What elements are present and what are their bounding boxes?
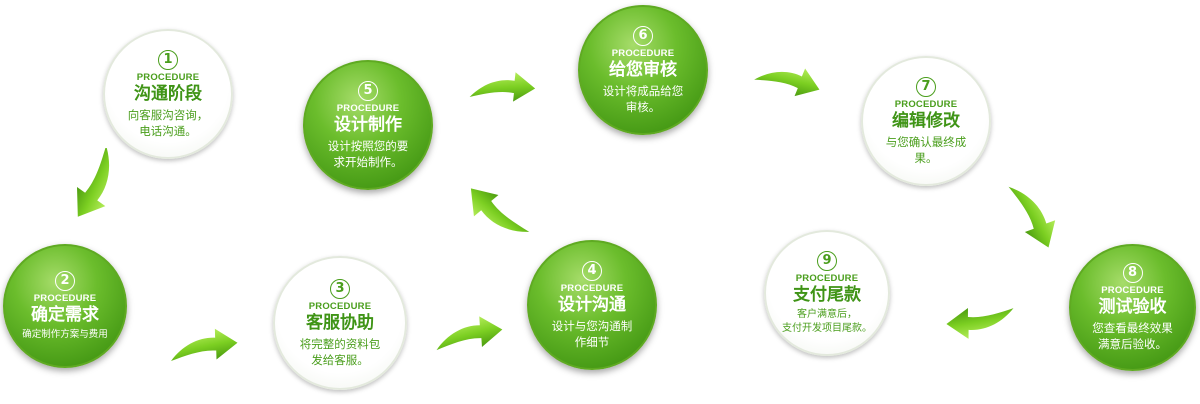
arrow-1-to-2-icon: [65, 148, 129, 220]
step-3-title: 客服协助: [306, 312, 374, 333]
step-1-number: 1: [158, 49, 178, 70]
step-7-number: 7: [916, 76, 936, 97]
step-1-title: 沟通阶段: [134, 83, 202, 104]
step-5-desc: 设计按照您的要求开始制作。: [327, 138, 409, 169]
step-9-number: 9: [817, 250, 837, 271]
step-8-tag: PROCEDURE: [1101, 285, 1164, 296]
step-4-title: 设计沟通: [558, 294, 626, 315]
step-6-number: 6: [633, 25, 653, 46]
step-1-tag: PROCEDURE: [136, 71, 200, 83]
step-2-circle: 2 PROCEDURE 确定需求 确定制作方案与费用: [3, 244, 127, 368]
step-8-number: 8: [1122, 263, 1143, 283]
step-4-circle: 4 PROCEDURE 设计沟通 设计与您沟通制作细节: [527, 240, 657, 370]
step-3-desc: 将完整的资料包发给客服。: [299, 336, 381, 367]
step-6-tag: PROCEDURE: [611, 47, 675, 59]
step-9-desc: 客户满意后，支付开发项目尾款。: [782, 308, 872, 334]
step-4-tag: PROCEDURE: [560, 282, 624, 294]
step-7-title: 编辑修改: [892, 110, 960, 131]
step-8-title: 测试验收: [1098, 297, 1167, 317]
step-2-title: 确定需求: [31, 304, 99, 325]
step-9-circle: 9 PROCEDURE 支付尾款 客户满意后，支付开发项目尾款。: [764, 230, 890, 356]
step-3-circle: 3 PROCEDURE 客服协助 将完整的资料包发给客服。: [273, 256, 407, 390]
step-2-desc: 确定制作方案与费用: [22, 328, 108, 340]
step-7-circle: 7 PROCEDURE 编辑修改 与您确认最终成果。: [861, 56, 991, 186]
step-2-tag: PROCEDURE: [33, 292, 97, 304]
step-1-circle: 1 PROCEDURE 沟通阶段 向客服沟咨询，电话沟通。: [103, 29, 233, 159]
step-7-tag: PROCEDURE: [894, 98, 958, 110]
arrow-7-to-8-icon: [1001, 178, 1066, 250]
step-2-number: 2: [55, 270, 75, 291]
step-5-number: 5: [358, 80, 378, 101]
step-8-desc: 您查看最终效果满意后验收。: [1092, 321, 1173, 351]
step-5-tag: PROCEDURE: [336, 102, 400, 114]
step-3-number: 3: [330, 278, 350, 299]
arrow-4-to-5-icon: [458, 180, 534, 250]
step-8-circle: 8 PROCEDURE 测试验收 您查看最终效果满意后验收。: [1069, 244, 1196, 371]
arrow-2-to-3-icon: [166, 324, 240, 369]
step-5-title: 设计制作: [334, 114, 402, 135]
step-6-title: 给您审核: [609, 59, 677, 80]
step-3-tag: PROCEDURE: [308, 300, 372, 312]
step-4-number: 4: [582, 260, 602, 281]
step-6-desc: 设计将成品给您审核。: [602, 83, 684, 114]
step-9-title: 支付尾款: [793, 284, 861, 305]
step-4-desc: 设计与您沟通制作细节: [551, 318, 633, 349]
step-5-circle: 5 PROCEDURE 设计制作 设计按照您的要求开始制作。: [303, 60, 433, 190]
step-7-desc: 与您确认最终成果。: [885, 134, 967, 165]
arrow-8-to-9-icon: [944, 300, 1018, 343]
step-1-desc: 向客服沟咨询，电话沟通。: [127, 107, 209, 138]
step-6-circle: 6 PROCEDURE 给您审核 设计将成品给您审核。: [578, 5, 708, 135]
arrow-3-to-4-icon: [431, 311, 506, 358]
arrow-6-to-7-icon: [752, 58, 824, 101]
step-9-tag: PROCEDURE: [795, 272, 859, 284]
arrow-5-to-6-icon: [468, 70, 536, 105]
